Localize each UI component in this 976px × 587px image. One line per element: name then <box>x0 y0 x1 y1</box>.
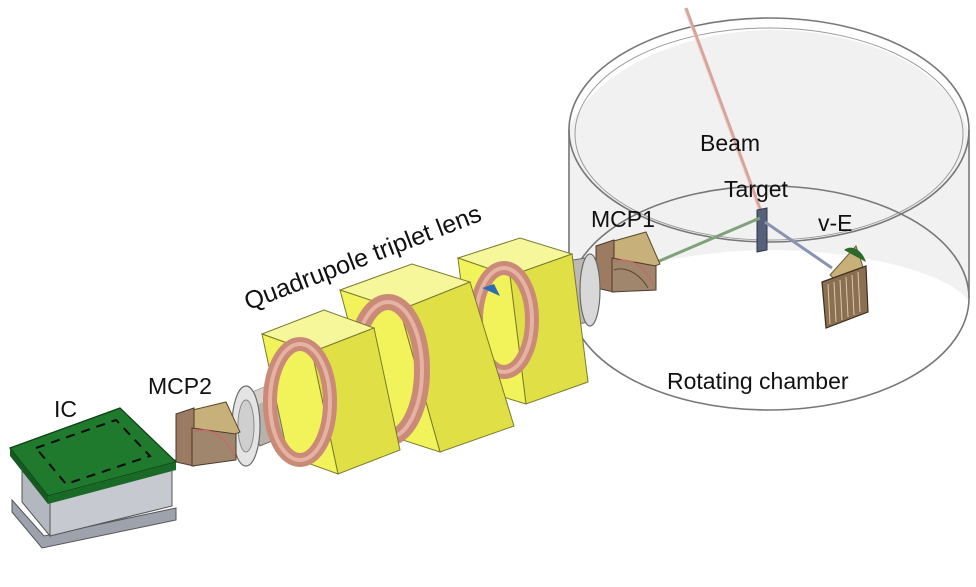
label-mcp1: MCP1 <box>591 206 655 232</box>
label-mcp2: MCP2 <box>148 373 212 399</box>
label-target: Target <box>724 176 788 202</box>
ve-detector <box>821 245 869 329</box>
quadrupole-yoke-1 <box>260 309 401 475</box>
mcp2-detector <box>175 401 241 467</box>
label-rotating-chamber: Rotating chamber <box>667 368 849 394</box>
label-ic: IC <box>54 396 77 422</box>
target <box>756 207 768 253</box>
label-ve: v-E <box>818 210 853 236</box>
mcp1-detector <box>595 231 661 293</box>
flight-path-ve <box>764 220 833 270</box>
label-beam: Beam <box>700 130 761 156</box>
ic-chamber <box>9 407 178 549</box>
flight-path-mcp1 <box>649 216 761 267</box>
beam-line <box>683 7 764 215</box>
rotating-chamber <box>568 17 970 411</box>
